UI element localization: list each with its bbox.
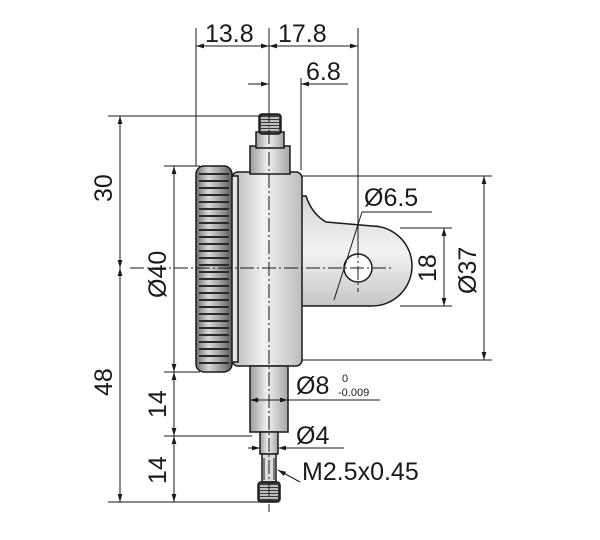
indicator-body	[195, 113, 413, 503]
dim-lug-hole: Ø6.5	[364, 184, 418, 212]
dim-tip-diameter: Ø4	[296, 422, 329, 450]
dim-width-left: 13.8	[205, 20, 254, 48]
dim-width-right: 17.8	[278, 20, 327, 48]
dim-stem-offset: 6.8	[306, 58, 341, 86]
dim-thread: M2.5x0.45	[302, 458, 419, 486]
top-collar	[249, 145, 291, 175]
dim-back-diameter: Ø37	[454, 247, 482, 294]
dim-stem-length-2: 14	[144, 456, 172, 484]
mounting-lug	[299, 195, 413, 307]
dim-height-bottom: 48	[90, 368, 118, 396]
dim-stem-tolerance-lower: -0.009	[338, 387, 369, 399]
dim-stem-length-1: 14	[144, 390, 172, 418]
dim-stem-tolerance-upper: 0	[342, 373, 348, 385]
dim-lug-height: 18	[414, 254, 442, 282]
bezel-knurl	[199, 173, 229, 364]
dimension-lines	[108, 28, 492, 503]
dimension-labels: 13.8 17.8 6.8 30 48 Ø40 14 14 Ø37 18 Ø6.…	[90, 20, 482, 486]
dim-bezel-diameter: Ø40	[144, 251, 172, 298]
back-housing	[231, 171, 303, 367]
dim-height-top: 30	[90, 174, 118, 202]
dim-stem-diameter: Ø8	[296, 372, 329, 400]
top-cap-knurl	[261, 117, 279, 131]
